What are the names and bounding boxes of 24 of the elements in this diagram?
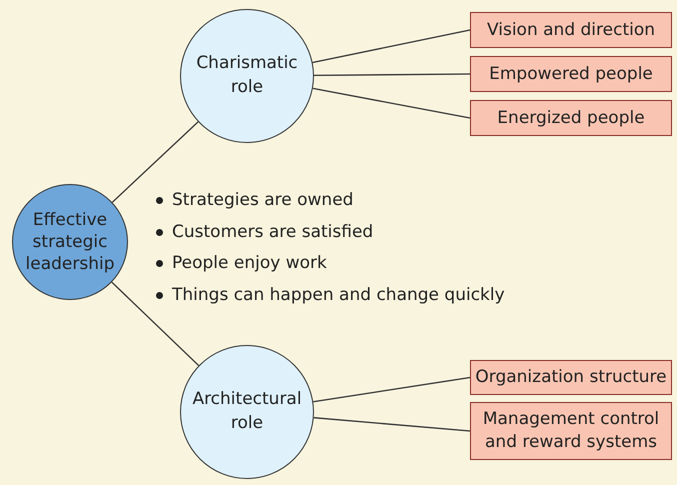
node-label: Charismatic role	[195, 52, 299, 99]
connector-line	[314, 73, 470, 76]
outcome-box	[470, 360, 672, 395]
bullet-text: Customers are satisfied	[172, 222, 374, 242]
bullet-text: Strategies are owned	[172, 190, 354, 210]
connector-line	[111, 282, 200, 366]
node-label: Effective strategic leadership	[26, 208, 114, 276]
node-label: Organization structure	[475, 366, 667, 389]
connector-line	[314, 417, 470, 432]
bullet-text: Things can happen and change quickly	[172, 284, 505, 304]
outcome-box	[470, 12, 672, 48]
node-label: Architectural role	[192, 388, 302, 435]
outcome-box	[470, 56, 672, 92]
node-label: Vision and direction	[486, 18, 656, 42]
outcome-box	[470, 100, 672, 136]
bullet-text: People enjoy work	[172, 253, 327, 273]
node-label: Management control and reward systems	[482, 408, 660, 454]
node-label: Empowered people	[489, 62, 653, 86]
connector-line	[112, 121, 199, 203]
connector-line	[312, 29, 470, 64]
connector-line	[313, 376, 470, 402]
connector-line	[312, 88, 470, 119]
outcome-box	[470, 402, 672, 460]
node-label: Energized people	[497, 106, 645, 130]
